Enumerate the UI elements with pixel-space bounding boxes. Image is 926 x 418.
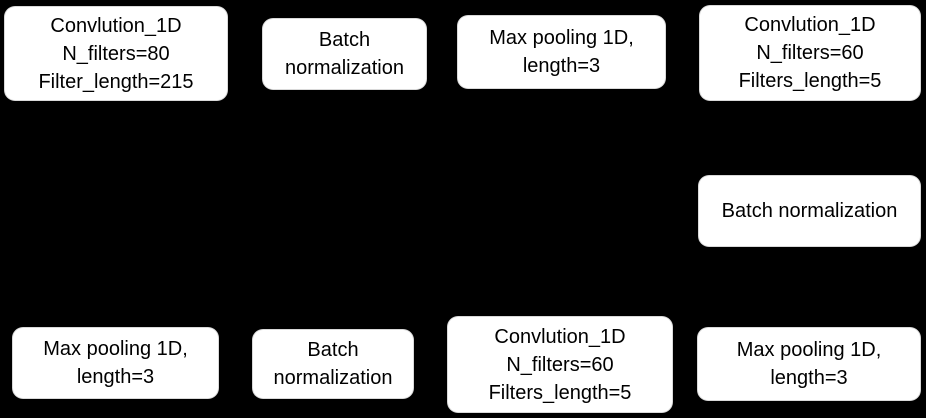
node-label: Filters_length=5 (738, 70, 882, 92)
node-label: N_filters=60 (506, 353, 614, 376)
node-max-pooling-2: Max pooling 1D, length=3 (698, 328, 920, 400)
node-label: length=3 (770, 367, 848, 389)
node-label: Filters_length=5 (488, 381, 632, 404)
node-convolution1d-80-215: Convlution_1D N_filters=80 Filter_length… (5, 7, 227, 100)
node-label: Batch (318, 29, 371, 51)
node-max-pooling-1: Max pooling 1D, length=3 (458, 16, 665, 88)
node-label: Max pooling 1D, (43, 338, 188, 360)
node-batch-normalization-3: Batch normalization (253, 330, 413, 398)
node-label: Batch (307, 339, 359, 361)
node-batch-normalization-2: Batch normalization (699, 176, 920, 246)
node-label: length=3 (522, 55, 601, 77)
node-label: Max pooling 1D, (489, 27, 634, 49)
node-label: Convlution_1D (50, 14, 182, 37)
node-label: Max pooling 1D, (736, 339, 882, 361)
node-label: normalization (285, 57, 404, 79)
node-convolution1d-60-5-bottom: Convlution_1D N_filters=60 Filters_lengt… (448, 317, 672, 412)
node-label: normalization (273, 367, 393, 389)
node-label: Convlution_1D (744, 14, 876, 36)
node-label: Convlution_1D (494, 325, 626, 348)
node-label: length=3 (76, 366, 155, 388)
node-label: N_filters=60 (756, 42, 864, 64)
node-label: Filter_length=215 (38, 70, 194, 93)
node-label: Batch normalization (721, 200, 898, 222)
node-label: N_filters=80 (62, 42, 170, 65)
node-convolution1d-60-5-top: Convlution_1D N_filters=60 Filters_lengt… (700, 6, 920, 100)
node-batch-normalization-1: Batch normalization (263, 19, 426, 89)
node-max-pooling-3: Max pooling 1D, length=3 (13, 328, 218, 398)
